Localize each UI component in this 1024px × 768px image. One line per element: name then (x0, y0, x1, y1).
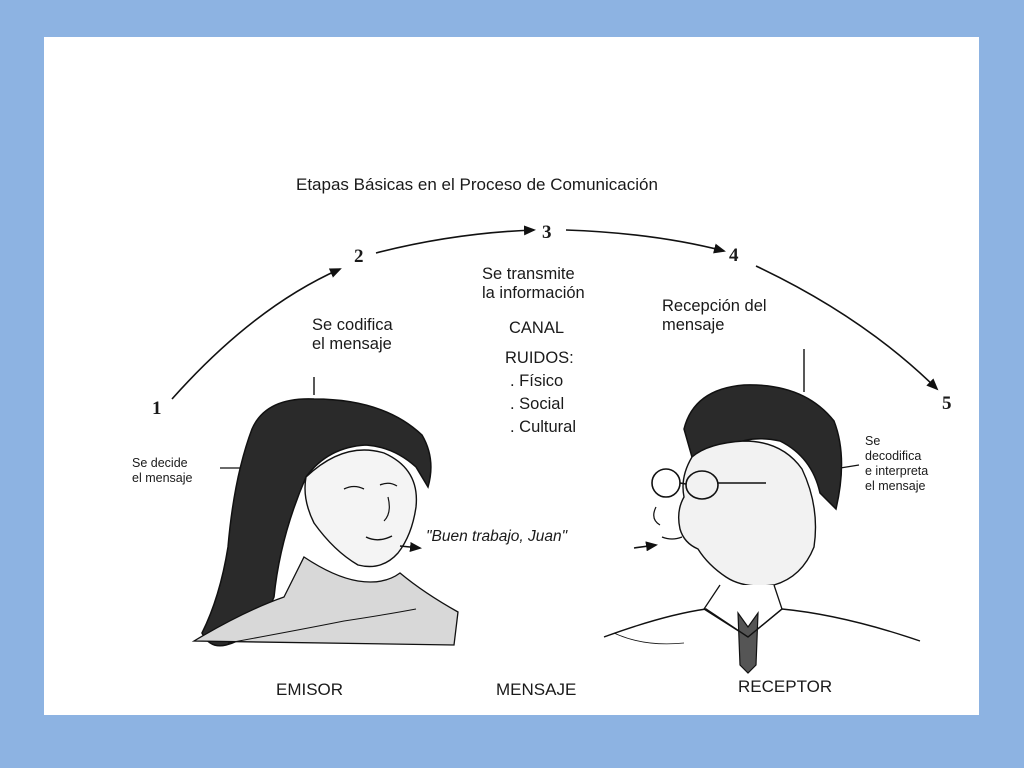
ruido-item-cultural: . Cultural (510, 418, 577, 436)
label-recepcion: Recepción del mensaje (662, 297, 767, 334)
diagram-artwork (171, 225, 939, 674)
step-number-1: 1 (152, 398, 162, 419)
arrow-emisor-to-quote (399, 542, 422, 552)
label-se-decodifica: Se decodifica e interpreta el mensaje (865, 434, 929, 493)
step-number-2: 2 (354, 246, 364, 267)
ruido-item-social: . Social (510, 395, 565, 413)
caption-mensaje: MENSAJE (496, 680, 577, 699)
arrow-4-to-5 (755, 265, 939, 391)
label-canal: CANAL (509, 319, 565, 337)
label-se-codifica: Se codifica el mensaje (312, 316, 393, 353)
message-quote: "Buen trabajo, Juan" (426, 528, 568, 545)
label-ruidos: RUIDOS: (505, 349, 574, 367)
step-number-3: 3 (542, 222, 552, 243)
man-with-glasses-sketch-icon (603, 384, 921, 674)
woman-sketch-icon (191, 398, 459, 647)
arrow-2-to-3 (375, 225, 536, 254)
diagram-panel: Etapas Básicas en el Proceso de Comunica… (44, 37, 979, 715)
label-se-transmite: Se transmite la información (482, 265, 585, 302)
label-se-decide: Se decide el mensaje (132, 456, 193, 485)
diagram-title: Etapas Básicas en el Proceso de Comunica… (296, 175, 658, 194)
step-number-4: 4 (729, 245, 739, 266)
arrow-1-to-2 (171, 268, 342, 400)
ruido-item-fisico: . Físico (510, 372, 564, 390)
caption-emisor: EMISOR (276, 680, 344, 699)
step-number-5: 5 (942, 393, 952, 414)
caption-receptor: RECEPTOR (738, 677, 833, 696)
arrow-3-to-4 (565, 229, 726, 254)
arrow-quote-to-receptor (633, 541, 658, 552)
